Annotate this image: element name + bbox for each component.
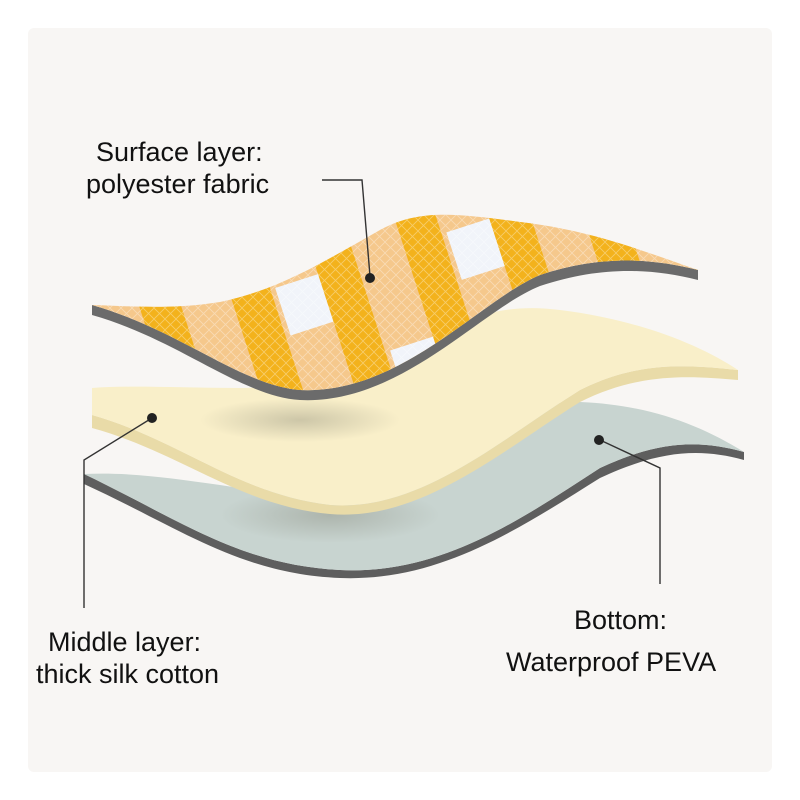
leader-lines [83,179,661,608]
leader-line-surface [322,179,371,277]
bottom-layer-title: Bottom: [574,605,668,635]
cotton-surface [92,308,738,506]
leader-dot-surface [365,273,375,283]
middle-layer-cotton [92,308,738,515]
bottom-layer-label: Bottom: Waterproof PEVA [506,604,716,679]
cotton-edge [92,366,738,515]
leader-dot-bottom [594,435,604,445]
leader-dot-middle [147,413,157,423]
middle-layer-material: thick silk cotton [36,659,220,690]
middle-layer-label: Middle layer: thick silk cotton [36,626,219,691]
cotton-shadow [200,398,400,442]
surface-layer-material: polyester fabric [86,169,270,200]
fabric-edge [92,260,698,401]
leader-line-bottom [599,439,661,584]
bottom-layer-material: Waterproof PEVA [506,647,717,678]
surface-layer-label: Surface layer: polyester fabric [86,136,269,201]
middle-layer-title: Middle layer: [48,627,202,657]
surface-layer-title: Surface layer: [96,137,263,167]
leader-line-middle [83,417,153,608]
